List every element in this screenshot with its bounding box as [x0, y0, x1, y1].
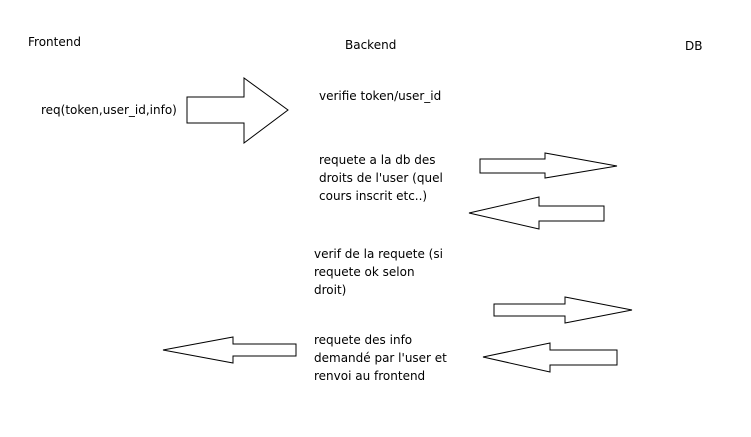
arrow-backend-to-frontend: [162, 336, 297, 364]
step-query-rights-line: droits de l'user (quel: [319, 171, 443, 185]
column-header-backend: Backend: [345, 38, 397, 52]
arrow-db-to-backend-info: [482, 342, 618, 373]
step-query-rights-line: cours inscrit etc..): [319, 189, 428, 203]
step-fetch-info-line: requete des info: [314, 333, 413, 347]
step-verify-request-line: verif de la requete (si: [314, 247, 443, 261]
step-query-rights: requete a la db des droits de l'user (qu…: [319, 151, 443, 205]
column-header-frontend: Frontend: [28, 35, 81, 49]
step-verify-token: verifie token/user_id: [319, 89, 442, 103]
step-query-rights-line: requete a la db des: [319, 153, 436, 167]
step-verify-request: verif de la requete (si requete ok selon…: [314, 245, 443, 299]
step-fetch-info-line: demandé par l'user et: [314, 351, 447, 365]
arrow-frontend-to-backend: [186, 77, 289, 144]
column-header-db: DB: [685, 39, 703, 53]
step-fetch-info: requete des info demandé par l'user et r…: [314, 331, 447, 385]
arrow-backend-to-db-info: [493, 296, 633, 324]
arrow-db-to-backend-rights: [468, 196, 605, 230]
step-verify-request-line: droit): [314, 283, 347, 297]
request-label: req(token,user_id,info): [41, 103, 177, 117]
step-fetch-info-line: renvoi au frontend: [314, 369, 426, 383]
step-verify-request-line: requete ok selon: [314, 265, 415, 279]
arrow-backend-to-db-rights: [479, 152, 618, 179]
